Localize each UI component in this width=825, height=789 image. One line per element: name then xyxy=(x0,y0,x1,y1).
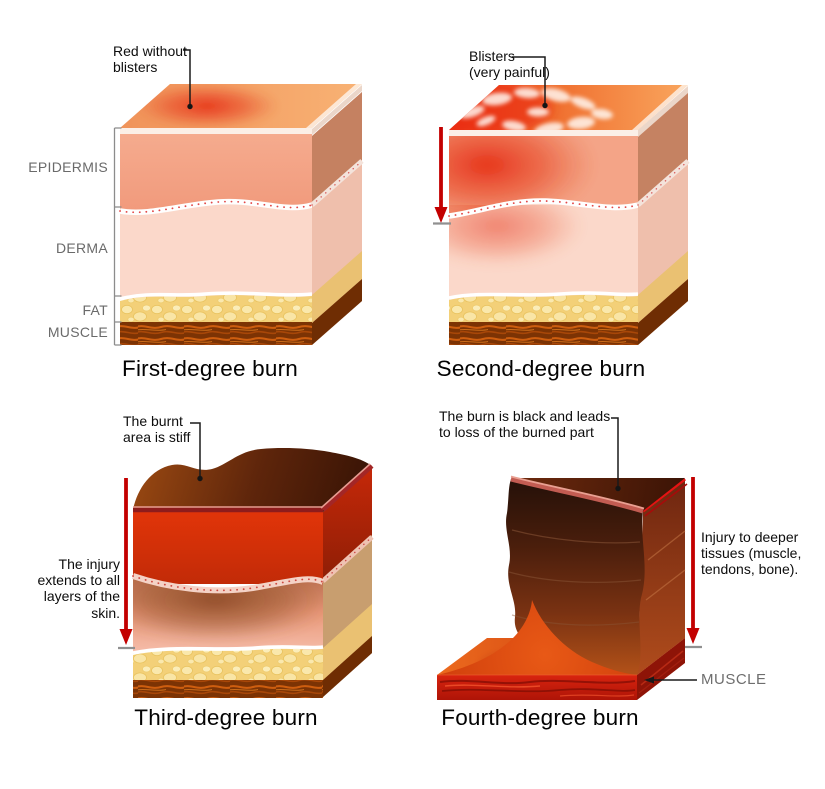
layer-label-fat: FAT xyxy=(82,302,108,318)
note-fourth-degree: Injury to deeper tissues (muscle, tendon… xyxy=(701,529,802,578)
callout-line-third xyxy=(190,422,203,482)
fat-layer xyxy=(120,295,312,322)
muscle-label-fourth: MUSCLE xyxy=(701,671,767,688)
depth-arrow-fourth xyxy=(685,477,702,649)
title-first-degree: First-degree burn xyxy=(122,356,298,381)
layer-label-muscle: MUSCLE xyxy=(47,324,108,340)
epidermis-layer xyxy=(120,134,312,213)
callout-line-second xyxy=(512,56,548,109)
fourth-degree-block xyxy=(437,417,702,700)
callout-fourth-degree: The burn is black and leads to loss of t… xyxy=(439,408,611,441)
muscle-layer xyxy=(449,322,638,345)
deep-burn-red-zone xyxy=(449,136,595,217)
depth-arrow-second xyxy=(433,127,451,225)
callout-first-degree: Red without blisters xyxy=(113,43,187,76)
third-degree-block xyxy=(118,422,374,698)
melted-tissue-flow xyxy=(437,600,637,675)
fat-layer xyxy=(133,648,323,680)
depth-arrow-third xyxy=(118,478,135,650)
basement-membrane xyxy=(132,573,325,594)
skin-side-face xyxy=(637,479,685,675)
title-second-degree: Second-degree burn xyxy=(436,356,646,381)
fat-layer xyxy=(449,295,638,322)
layer-label-epidermis: EPIDERMIS xyxy=(28,159,108,175)
title-third-degree: Third-degree burn xyxy=(134,705,318,730)
charred-surface xyxy=(133,448,372,512)
first-degree-block xyxy=(113,49,364,346)
layer-bracket xyxy=(113,127,122,346)
layer-label-derma: DERMA xyxy=(55,240,108,256)
burnt-epidermis xyxy=(133,510,323,584)
second-degree-block xyxy=(433,56,690,345)
muscle-pointer-arrow xyxy=(644,676,697,684)
muscle-layer xyxy=(120,322,312,345)
muscle-layer xyxy=(133,680,323,698)
callout-line-first xyxy=(183,49,193,110)
note-third-degree: The injury extends to all layers of the … xyxy=(37,556,121,621)
burn-rim xyxy=(510,476,644,514)
callout-second-degree: Blisters (very painful) xyxy=(469,48,550,81)
red-burn-spot xyxy=(135,84,279,128)
callout-line-fourth xyxy=(611,417,621,492)
title-fourth-degree: Fourth-degree burn xyxy=(441,705,639,730)
callout-third-degree: The burnt area is stiff xyxy=(123,413,191,446)
